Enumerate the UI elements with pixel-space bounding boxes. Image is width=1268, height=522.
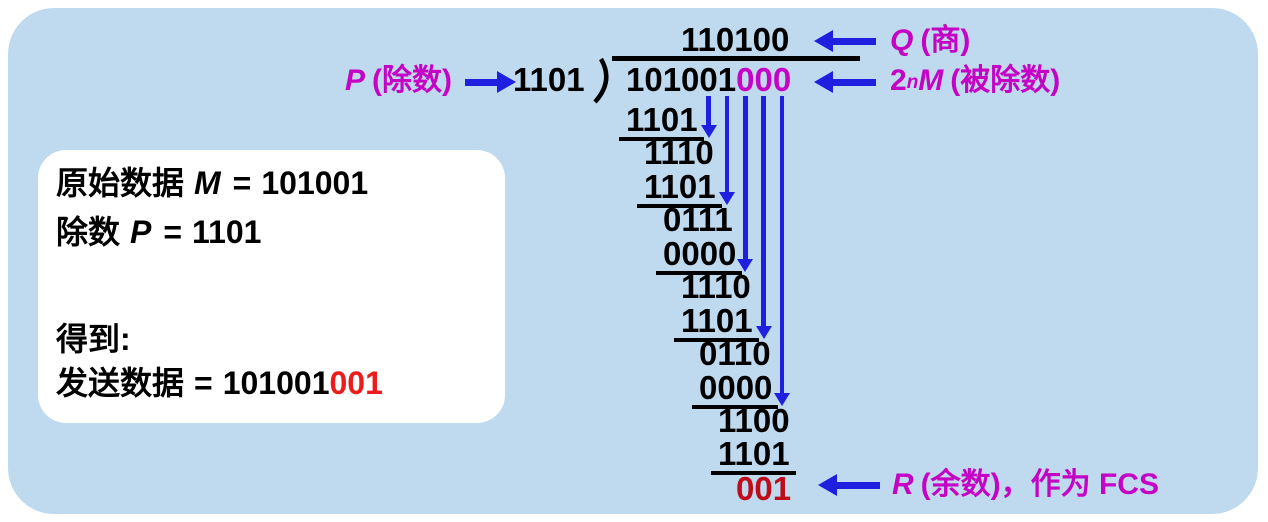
sent-data-value-red-fcs: 001 [329, 365, 383, 401]
division-vinculum-line [612, 56, 860, 61]
division-step-row: 0000 [656, 237, 743, 275]
division-bracket [593, 58, 609, 104]
variable-m: M [194, 165, 221, 201]
divisor-label: 除数 [56, 214, 121, 250]
remainder-label: R (余数)，作为 FCS [892, 467, 1159, 503]
divisor-value: 1101 [192, 214, 262, 250]
background-panel: 原始数据 M = 101001 除数 P = 1101 得到: 发送数据 = 1… [8, 8, 1258, 514]
division-step-row: 1110 [644, 134, 714, 171]
sent-data-line: 发送数据 = 101001 001 [56, 363, 383, 403]
dividend-appended-zeros: 000 [736, 61, 792, 98]
variable-q: Q [890, 24, 914, 57]
division-step-row: 1100 [718, 402, 790, 439]
variable-p: P [130, 214, 152, 250]
division-step-row: 1110 [681, 268, 751, 305]
divisor-value: 1101 [513, 61, 585, 98]
variable-p: P [345, 64, 366, 97]
variable-r: R [892, 468, 914, 501]
division-step-row: 0110 [699, 335, 771, 372]
original-data-value: 101001 [261, 165, 369, 201]
sent-data-value: 101001 001 [223, 363, 383, 403]
divisor-line: 除数 P = 1101 [56, 212, 261, 252]
division-step-row: 1101 [619, 103, 704, 141]
remainder-value: 001 [736, 470, 792, 507]
quotient-label-text: (商) [920, 24, 971, 57]
original-data-line: 原始数据 M = 101001 [56, 163, 368, 203]
equals-sign: = [232, 165, 252, 201]
dividend-label-text: (被除数) [950, 64, 1061, 97]
equals-sign: = [194, 365, 213, 401]
original-data-label: 原始数据 [56, 165, 185, 201]
info-box: 原始数据 M = 101001 除数 P = 1101 得到: 发送数据 = 1… [38, 150, 505, 423]
division-step-row: 1101 [637, 170, 722, 208]
sent-data-value-black: 101001 [222, 365, 330, 401]
result-intro-line: 得到: [56, 319, 131, 359]
divisor-label: P (除数) [345, 63, 452, 99]
sent-data-label: 发送数据 [56, 365, 185, 401]
dividend-value: 101001000 [626, 63, 791, 96]
divisor-label-text: (除数) [372, 64, 452, 97]
equals-sign: = [163, 214, 183, 250]
division-step-row: 0111 [663, 201, 733, 238]
dividend-coefficient: 2 [890, 64, 907, 97]
quotient-value: 110100 [681, 21, 790, 58]
result-intro-text: 得到: [56, 321, 131, 357]
division-step-row: 1101 [711, 437, 796, 475]
division-step-row: 1101 [674, 304, 759, 342]
remainder-label-text: (余数)，作为 FCS [920, 468, 1159, 501]
quotient-label: Q (商) [890, 23, 970, 59]
dividend-message-part: 101001 [626, 61, 737, 98]
variable-m: M [918, 64, 944, 97]
division-step-row: 0000 [692, 371, 779, 409]
